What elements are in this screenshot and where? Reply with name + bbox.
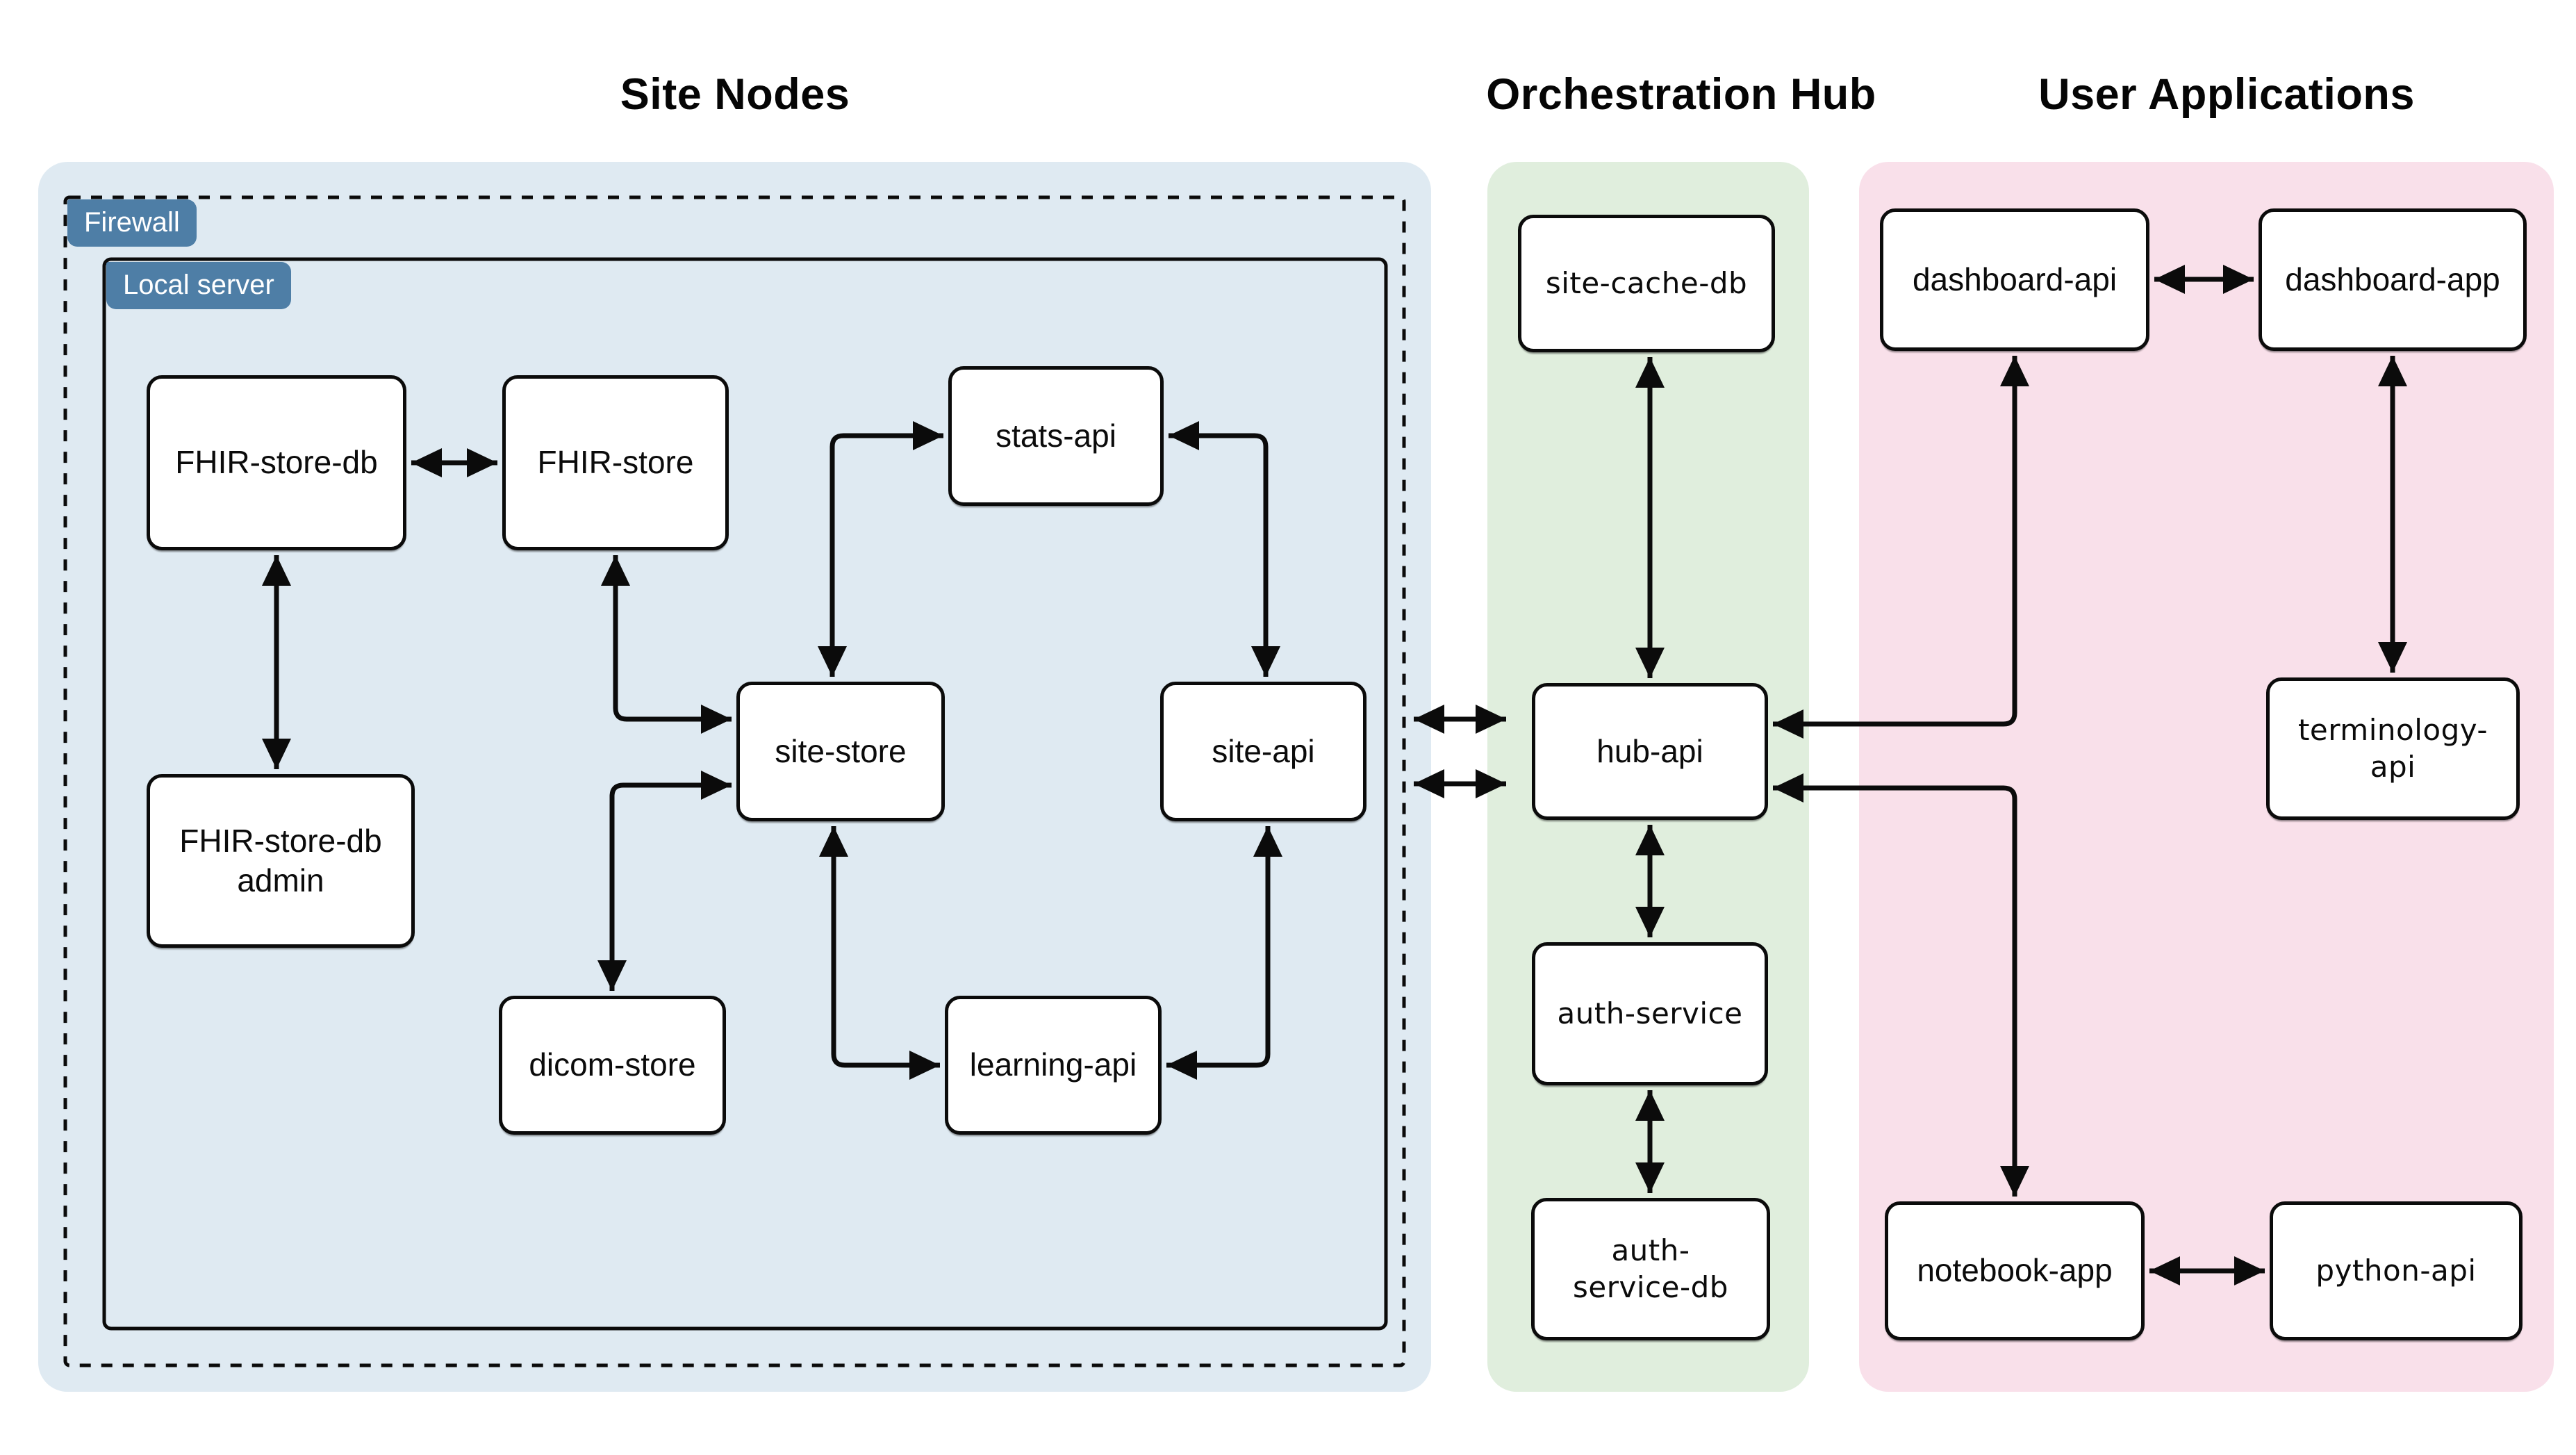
node-python-api-label: python-api	[2315, 1253, 2477, 1288]
firewall-badge: Firewall	[67, 199, 197, 247]
node-fhir-store-db-label: FHIR-store-db	[175, 444, 378, 481]
node-auth-service: auth-service	[1532, 942, 1768, 1085]
node-stats-api: stats-api	[948, 366, 1164, 506]
node-terminology-api-label: terminology- api	[2297, 713, 2488, 784]
node-notebook-app: notebook-app	[1885, 1201, 2145, 1340]
node-auth-service-label: auth-service	[1557, 996, 1743, 1030]
node-stats-api-label: stats-api	[996, 417, 1116, 454]
node-auth-service-db-label: auth- service-db	[1573, 1233, 1728, 1304]
node-site-api: site-api	[1160, 682, 1367, 821]
node-fhir-store-db: FHIR-store-db	[147, 375, 406, 550]
node-site-api-label: site-api	[1212, 732, 1315, 769]
node-learning-api: learning-api	[945, 996, 1162, 1135]
node-site-cache-db: site-cache-db	[1518, 215, 1775, 352]
node-dashboard-app-label: dashboard-app	[2285, 261, 2500, 297]
node-terminology-api: terminology- api	[2266, 677, 2520, 820]
node-fhir-store-db-admin-label: FHIR-store-db admin	[179, 822, 382, 899]
node-hub-api: hub-api	[1532, 683, 1768, 820]
title-orchestration-hub: Orchestration Hub	[1486, 70, 1876, 119]
node-dicom-store: dicom-store	[499, 996, 726, 1135]
node-fhir-store-label: FHIR-store	[537, 444, 694, 481]
node-fhir-store-db-admin: FHIR-store-db admin	[147, 774, 415, 948]
node-auth-service-db: auth- service-db	[1531, 1198, 1770, 1340]
node-dicom-store-label: dicom-store	[529, 1046, 696, 1083]
node-hub-api-label: hub-api	[1596, 732, 1703, 769]
node-notebook-app-label: notebook-app	[1917, 1252, 2113, 1289]
node-site-store: site-store	[736, 682, 945, 821]
title-user-applications: User Applications	[2038, 70, 2415, 119]
node-dashboard-app: dashboard-app	[2259, 208, 2527, 351]
local-server-badge: Local server	[106, 262, 291, 309]
node-site-store-label: site-store	[775, 732, 907, 769]
title-site-nodes: Site Nodes	[620, 70, 850, 119]
node-python-api: python-api	[2270, 1201, 2523, 1340]
node-fhir-store: FHIR-store	[502, 375, 729, 550]
node-learning-api-label: learning-api	[969, 1046, 1137, 1083]
node-dashboard-api-label: dashboard-api	[1912, 261, 2117, 297]
node-dashboard-api: dashboard-api	[1880, 208, 2149, 351]
node-site-cache-db-label: site-cache-db	[1545, 265, 1748, 300]
